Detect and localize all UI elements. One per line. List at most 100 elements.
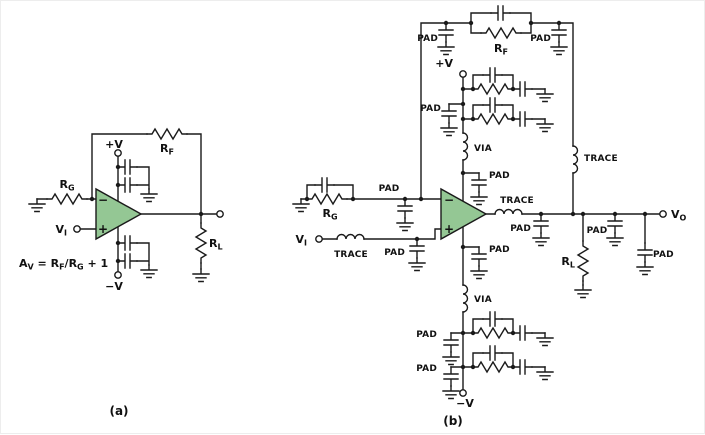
pad-cap: [441, 103, 457, 124]
rf-resistor: [146, 128, 188, 140]
decoupling-cap: [117, 159, 138, 175]
decoupling-cap: [117, 235, 138, 251]
junction-dot: [510, 116, 516, 122]
junction-dot: [402, 196, 408, 202]
neg-supply-label: −V: [456, 397, 474, 410]
caption-a: (a): [109, 404, 128, 418]
rg-label: RG: [59, 178, 74, 193]
neg-supply-terminal: [114, 271, 122, 279]
wires-b-input: [300, 184, 442, 240]
rg-resistor: [46, 193, 88, 205]
pad-label: PAD: [489, 245, 510, 255]
decoupling-cap: [117, 253, 138, 269]
junction-dot: [460, 244, 466, 250]
pad-label: PAD: [530, 34, 551, 44]
junction-dot: [460, 330, 466, 336]
junction-dot: [468, 20, 474, 26]
junction-dot: [528, 20, 534, 26]
ground-symbol: [606, 232, 624, 247]
ground-symbol: [28, 198, 46, 213]
pad-cap: [438, 22, 454, 43]
junction-dot: [460, 101, 466, 107]
ground-symbol: [140, 264, 158, 279]
wires-a: [36, 133, 218, 273]
pad-cap: [533, 213, 549, 234]
pad-label: PAD: [510, 224, 531, 234]
junction-dot: [115, 240, 121, 246]
trace-label: TRACE: [334, 250, 368, 260]
junction-dot: [304, 196, 310, 202]
trace-label: TRACE: [500, 196, 534, 206]
junction-dot: [198, 211, 204, 217]
pad-label: PAD: [653, 250, 674, 260]
decoupling-cap: [512, 359, 533, 375]
rf-label: RF: [160, 142, 174, 157]
junction-dot: [642, 211, 648, 217]
junction-dot: [115, 182, 121, 188]
decoupling-cap: [512, 81, 533, 97]
decoupling-cap: [512, 111, 533, 127]
parasitic-cap: [482, 67, 503, 83]
ground-symbol: [536, 118, 554, 133]
rg-resistor: [306, 193, 348, 205]
gain-formula: AV = RF/RG + 1: [19, 257, 108, 272]
trace-label: TRACE: [584, 154, 618, 164]
ground-symbol: [636, 261, 654, 276]
rl-label: RL: [209, 237, 223, 252]
vi-label: VI: [56, 223, 68, 238]
noninverting-input-sign: +: [98, 222, 108, 236]
pad-cap: [607, 213, 623, 234]
pad-cap: [443, 366, 459, 387]
wires-b-output: [485, 213, 661, 286]
vo-terminal: [659, 210, 667, 218]
rf-parasitic-cap: [490, 5, 511, 21]
ground-symbol: [192, 268, 210, 283]
pad-cap: [471, 172, 487, 193]
ground-symbol: [408, 257, 426, 272]
junction-dot: [580, 211, 586, 217]
pad-label: PAD: [416, 364, 437, 374]
wires-b-possupply: [448, 74, 546, 202]
rl-label: RL: [561, 255, 575, 270]
junction-dot: [556, 20, 562, 26]
vi-terminal: [315, 235, 323, 243]
pad-cap: [471, 246, 487, 267]
parasitic-cap: [482, 97, 503, 113]
ground-symbol: [440, 122, 458, 137]
junction-dot: [570, 211, 576, 217]
junction-dot: [115, 258, 121, 264]
junction-dot: [460, 86, 466, 92]
output-terminal: [216, 210, 224, 218]
pad-label: PAD: [489, 171, 510, 181]
junction-dot: [443, 20, 449, 26]
junction-dot: [418, 196, 424, 202]
junction-dot: [115, 164, 121, 170]
rg-parasitic-cap: [314, 177, 335, 193]
ground-symbol: [532, 232, 550, 247]
via-inductor: [462, 132, 469, 161]
pad-cap: [397, 198, 413, 219]
pad-cap: [637, 242, 653, 263]
ground-symbol: [550, 41, 568, 56]
rf-label: RF: [494, 42, 508, 57]
vi-terminal: [73, 225, 81, 233]
vi-label: VI: [296, 233, 308, 248]
junction-dot: [470, 364, 476, 370]
rl-resistor: [577, 240, 589, 282]
ground-symbol: [442, 351, 460, 366]
inverting-input-sign: −: [444, 193, 454, 207]
rg-label: RG: [322, 207, 337, 222]
trace-inductor: [336, 233, 365, 240]
decoupling-cap: [117, 177, 138, 193]
opamp-triangle: [95, 187, 143, 241]
parasitic-cap: [482, 345, 503, 361]
vo-label: VO: [671, 208, 687, 223]
junction-dot: [89, 196, 95, 202]
pad-label: PAD: [587, 226, 608, 236]
pad-cap: [443, 332, 459, 353]
junction-dot: [460, 364, 466, 370]
pos-supply-label: +V: [105, 138, 123, 151]
junction-dot: [470, 330, 476, 336]
